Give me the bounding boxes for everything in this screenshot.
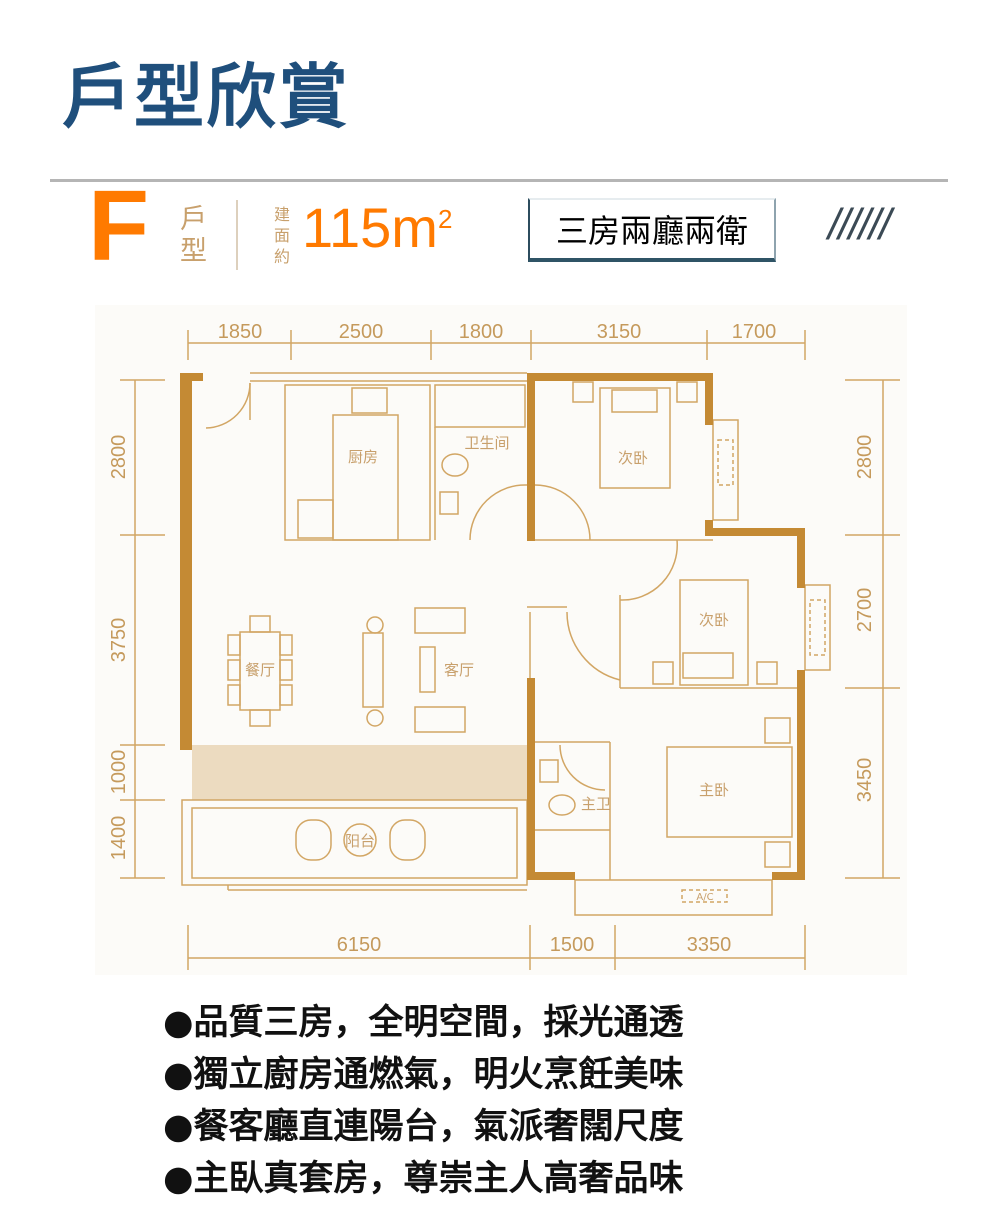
- feature-4: ●主臥真套房，尊崇主人高奢品味: [163, 1159, 684, 1199]
- room-label-bedroom-2a: 次卧: [618, 449, 648, 467]
- room-label-bathroom: 卫生间: [464, 434, 509, 452]
- room-label-living: 客厅: [444, 661, 474, 679]
- dim-right-3: 3450: [854, 758, 876, 803]
- divider-line: [50, 179, 948, 182]
- layout-badge: 三房兩廳兩衛: [528, 198, 776, 262]
- interior-lines: [181, 372, 831, 916]
- room-label-master-bath: 主卫: [581, 795, 611, 813]
- page-title: 戶型欣賞: [62, 56, 350, 138]
- floor-plan: 1850 2500 1800 3150 1700 6150 1500 3350 …: [95, 305, 907, 975]
- feature-3: ●餐客廳直連陽台，氣派奢闊尺度: [163, 1107, 684, 1147]
- area-number: 115m: [302, 196, 438, 259]
- dimension-lines: [120, 330, 900, 970]
- layout-text: 三房兩廳兩衛: [555, 212, 748, 250]
- area-unit-sup: 2: [437, 204, 453, 234]
- unit-letter: F: [88, 170, 150, 282]
- room-label-balcony: 阳台: [345, 832, 375, 850]
- header-divider: [236, 200, 238, 270]
- dim-left-1: 2800: [108, 435, 130, 480]
- type-label: 戶型: [180, 204, 207, 267]
- decorative-slashes: //////: [828, 200, 891, 249]
- dim-left-2: 3750: [108, 618, 130, 663]
- dim-bottom-2: 1500: [550, 934, 595, 956]
- dim-top-3: 1800: [459, 321, 504, 343]
- dim-top-1: 1850: [218, 321, 263, 343]
- dim-top-4: 3150: [597, 321, 642, 343]
- dim-bottom-3: 3350: [687, 934, 732, 956]
- area-label: 建面約: [274, 205, 291, 266]
- plan-background: [95, 305, 907, 975]
- dim-right-2: 2700: [854, 588, 876, 633]
- dim-left-4: 1400: [108, 816, 130, 861]
- room-label-bedroom-2b: 次卧: [699, 611, 729, 629]
- structural-walls: [180, 373, 805, 880]
- room-label-dining: 餐厅: [245, 661, 275, 679]
- room-label-kitchen: 厨房: [348, 448, 378, 466]
- room-label-master-bedroom: 主卧: [699, 781, 729, 799]
- feature-1: ●品質三房，全明空間，採光通透: [163, 1003, 684, 1043]
- dim-right-1: 2800: [854, 435, 876, 480]
- area-value: 115m2: [302, 200, 452, 256]
- dim-top-5: 1700: [732, 321, 777, 343]
- dim-top-2: 2500: [339, 321, 384, 343]
- ac-label: A/C: [696, 892, 713, 903]
- feature-2: ●獨立廚房通燃氣，明火烹飪美味: [163, 1055, 684, 1095]
- dim-left-3: 1000: [108, 750, 130, 795]
- balcony-shaded-area: [192, 745, 527, 800]
- dim-bottom-1: 6150: [337, 934, 382, 956]
